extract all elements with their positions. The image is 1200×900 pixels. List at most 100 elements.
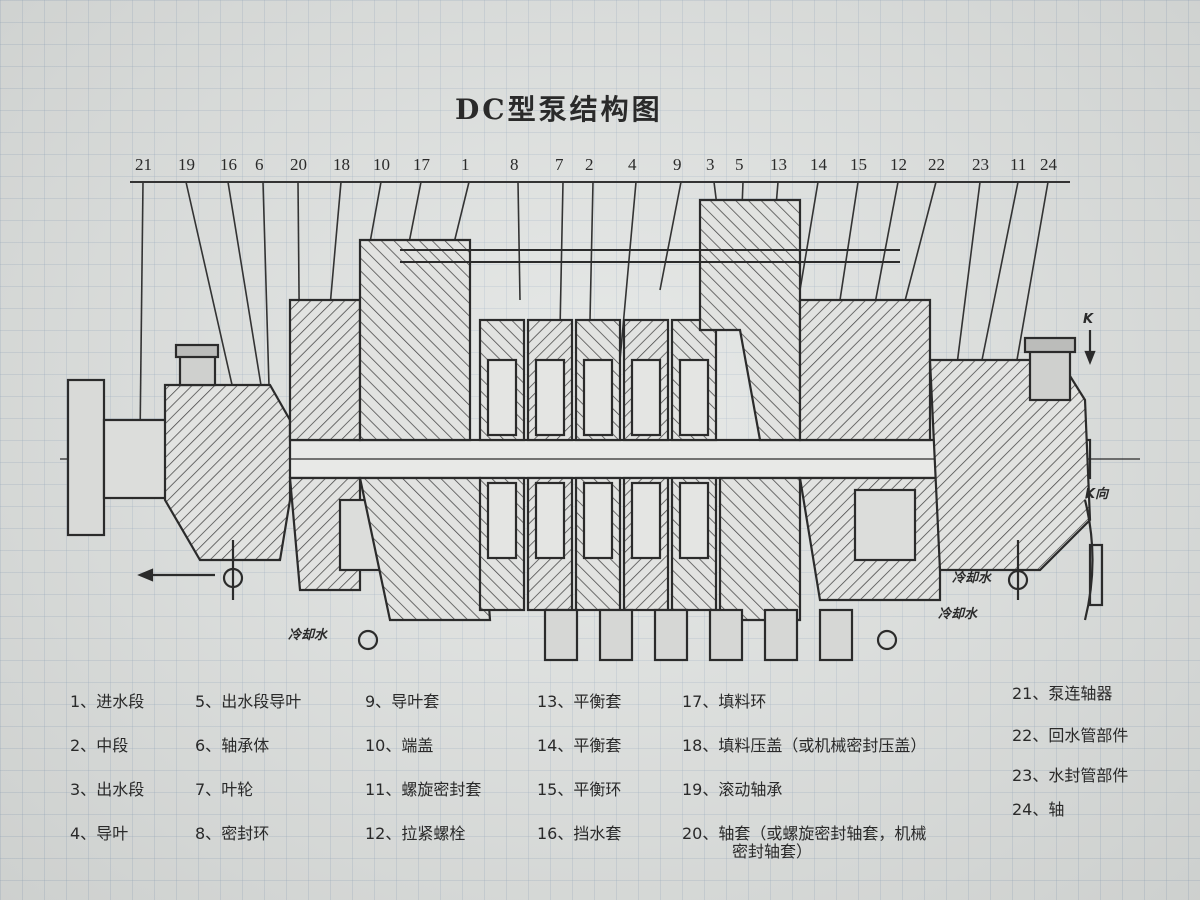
legend-label: 端盖 xyxy=(401,736,434,755)
diagram-title: DC型泵结构图 xyxy=(455,93,663,126)
impeller xyxy=(630,481,662,560)
leader-line xyxy=(262,181,271,421)
legend-label: 拉紧螺栓 xyxy=(401,824,466,843)
leader-line xyxy=(559,181,564,331)
legend-label: 叶轮 xyxy=(221,780,254,799)
legend-item: 15、平衡环 xyxy=(537,776,621,800)
legend-item: 22、回水管部件 xyxy=(1012,722,1128,746)
leader-line xyxy=(979,181,1019,371)
legend-label: 平衡环 xyxy=(573,780,622,799)
legend-number: 19、 xyxy=(682,780,719,799)
legend-number: 18、 xyxy=(682,736,719,755)
leader-line xyxy=(619,181,637,361)
legend-number: 21、 xyxy=(1012,684,1049,703)
leader-line xyxy=(185,181,241,421)
left-bearing-housing xyxy=(163,383,292,562)
legend-number: 1、 xyxy=(70,692,97,711)
legend-number: 6、 xyxy=(195,736,222,755)
impeller xyxy=(534,481,566,560)
callout-number: 1 xyxy=(461,155,470,174)
support-foot xyxy=(708,608,744,662)
callout-number: 20 xyxy=(290,155,307,174)
leader-line xyxy=(139,181,144,441)
callout-number: 11 xyxy=(1010,155,1026,174)
impeller xyxy=(678,481,710,560)
legend-label: 导叶 xyxy=(96,824,129,843)
cooling-water-label: 冷却水 xyxy=(288,628,328,643)
callout-number: 16 xyxy=(220,155,237,174)
legend-item: 16、挡水套 xyxy=(537,820,621,844)
callout-number: 10 xyxy=(373,155,390,174)
leader-line xyxy=(799,181,819,291)
legend-number: 23、 xyxy=(1012,766,1049,785)
legend-item: 7、叶轮 xyxy=(195,776,253,800)
legend-label: 平衡套 xyxy=(573,692,622,711)
callout-number: 8 xyxy=(510,155,519,174)
legend-number: 20、 xyxy=(682,824,719,843)
legend-number: 12、 xyxy=(365,824,402,843)
legend-number: 16、 xyxy=(537,824,574,843)
legend-number: 3、 xyxy=(70,780,97,799)
callout-number: 21 xyxy=(135,155,152,174)
coupling xyxy=(66,378,106,537)
legend-label: 泵连轴器 xyxy=(1048,684,1113,703)
legend-item: 9、导叶套 xyxy=(365,688,439,712)
inlet-section xyxy=(358,238,472,442)
callout-number: 5 xyxy=(735,155,744,174)
callout-number: 6 xyxy=(255,155,264,174)
legend-item: 11、螺旋密封套 xyxy=(365,776,481,800)
legend-number: 17、 xyxy=(682,692,719,711)
legend-item: 6、轴承体 xyxy=(195,732,269,756)
legend-number: 4、 xyxy=(70,824,97,843)
leader-line xyxy=(227,181,266,411)
callout-number: 2 xyxy=(585,155,594,174)
legend-label: 出水段导叶 xyxy=(221,692,302,711)
legend-number: 15、 xyxy=(537,780,574,799)
support-foot xyxy=(543,608,579,662)
impeller xyxy=(486,481,518,560)
legend-item: 20、轴套（或螺旋密封轴套，机械 xyxy=(682,820,926,844)
legend-item: 5、出水段导叶 xyxy=(195,688,301,712)
callout-number: 12 xyxy=(890,155,907,174)
k-view-label: K向 xyxy=(1085,487,1109,502)
legend-label: 平衡套 xyxy=(573,736,622,755)
legend-label: 导叶套 xyxy=(391,692,440,711)
legend-item: 12、拉紧螺栓 xyxy=(365,820,465,844)
legend-label: 出水段 xyxy=(96,780,145,799)
k-arrow-label: K xyxy=(1083,312,1094,327)
impeller-stages xyxy=(478,318,718,612)
legend-item: 4、导叶 xyxy=(70,820,128,844)
legend-number: 10、 xyxy=(365,736,402,755)
legend-number: 24、 xyxy=(1012,800,1049,819)
legend-label: 轴 xyxy=(1048,800,1065,819)
legend-number: 14、 xyxy=(537,736,574,755)
legend-label: 螺旋密封套 xyxy=(401,780,482,799)
callout-number: 17 xyxy=(413,155,431,174)
outlet-section xyxy=(698,198,802,442)
legend-item: 24、轴 xyxy=(1012,796,1064,820)
legend-label: 水封管部件 xyxy=(1048,766,1129,785)
legend-label: 回水管部件 xyxy=(1048,726,1129,745)
support-foot xyxy=(598,608,634,662)
legend-label: 进水段 xyxy=(96,692,145,711)
support-foot xyxy=(818,608,854,662)
callout-number: 24 xyxy=(1040,155,1058,174)
legend-item: 2、中段 xyxy=(70,732,128,756)
callout-number: 15 xyxy=(850,155,867,174)
pump-body xyxy=(60,198,1140,662)
callout-number: 14 xyxy=(810,155,828,174)
impeller xyxy=(630,358,662,437)
legend-item: 18、填料压盖（或机械密封压盖） xyxy=(682,732,926,756)
support-foot xyxy=(763,608,799,662)
legend-number: 5、 xyxy=(195,692,222,711)
callout-number: 7 xyxy=(555,155,564,174)
legend-number: 22、 xyxy=(1012,726,1049,745)
legend-label: 填料压盖（或机械密封压盖） xyxy=(718,736,927,755)
legend-label: 轴套（或螺旋密封轴套，机械 xyxy=(718,824,927,843)
legend-number: 13、 xyxy=(537,692,574,711)
legend-item: 21、泵连轴器 xyxy=(1012,680,1112,704)
impeller xyxy=(486,358,518,437)
legend-item: 8、密封环 xyxy=(195,820,269,844)
legend-label: 滚动轴承 xyxy=(718,780,783,799)
leader-line xyxy=(659,181,682,291)
